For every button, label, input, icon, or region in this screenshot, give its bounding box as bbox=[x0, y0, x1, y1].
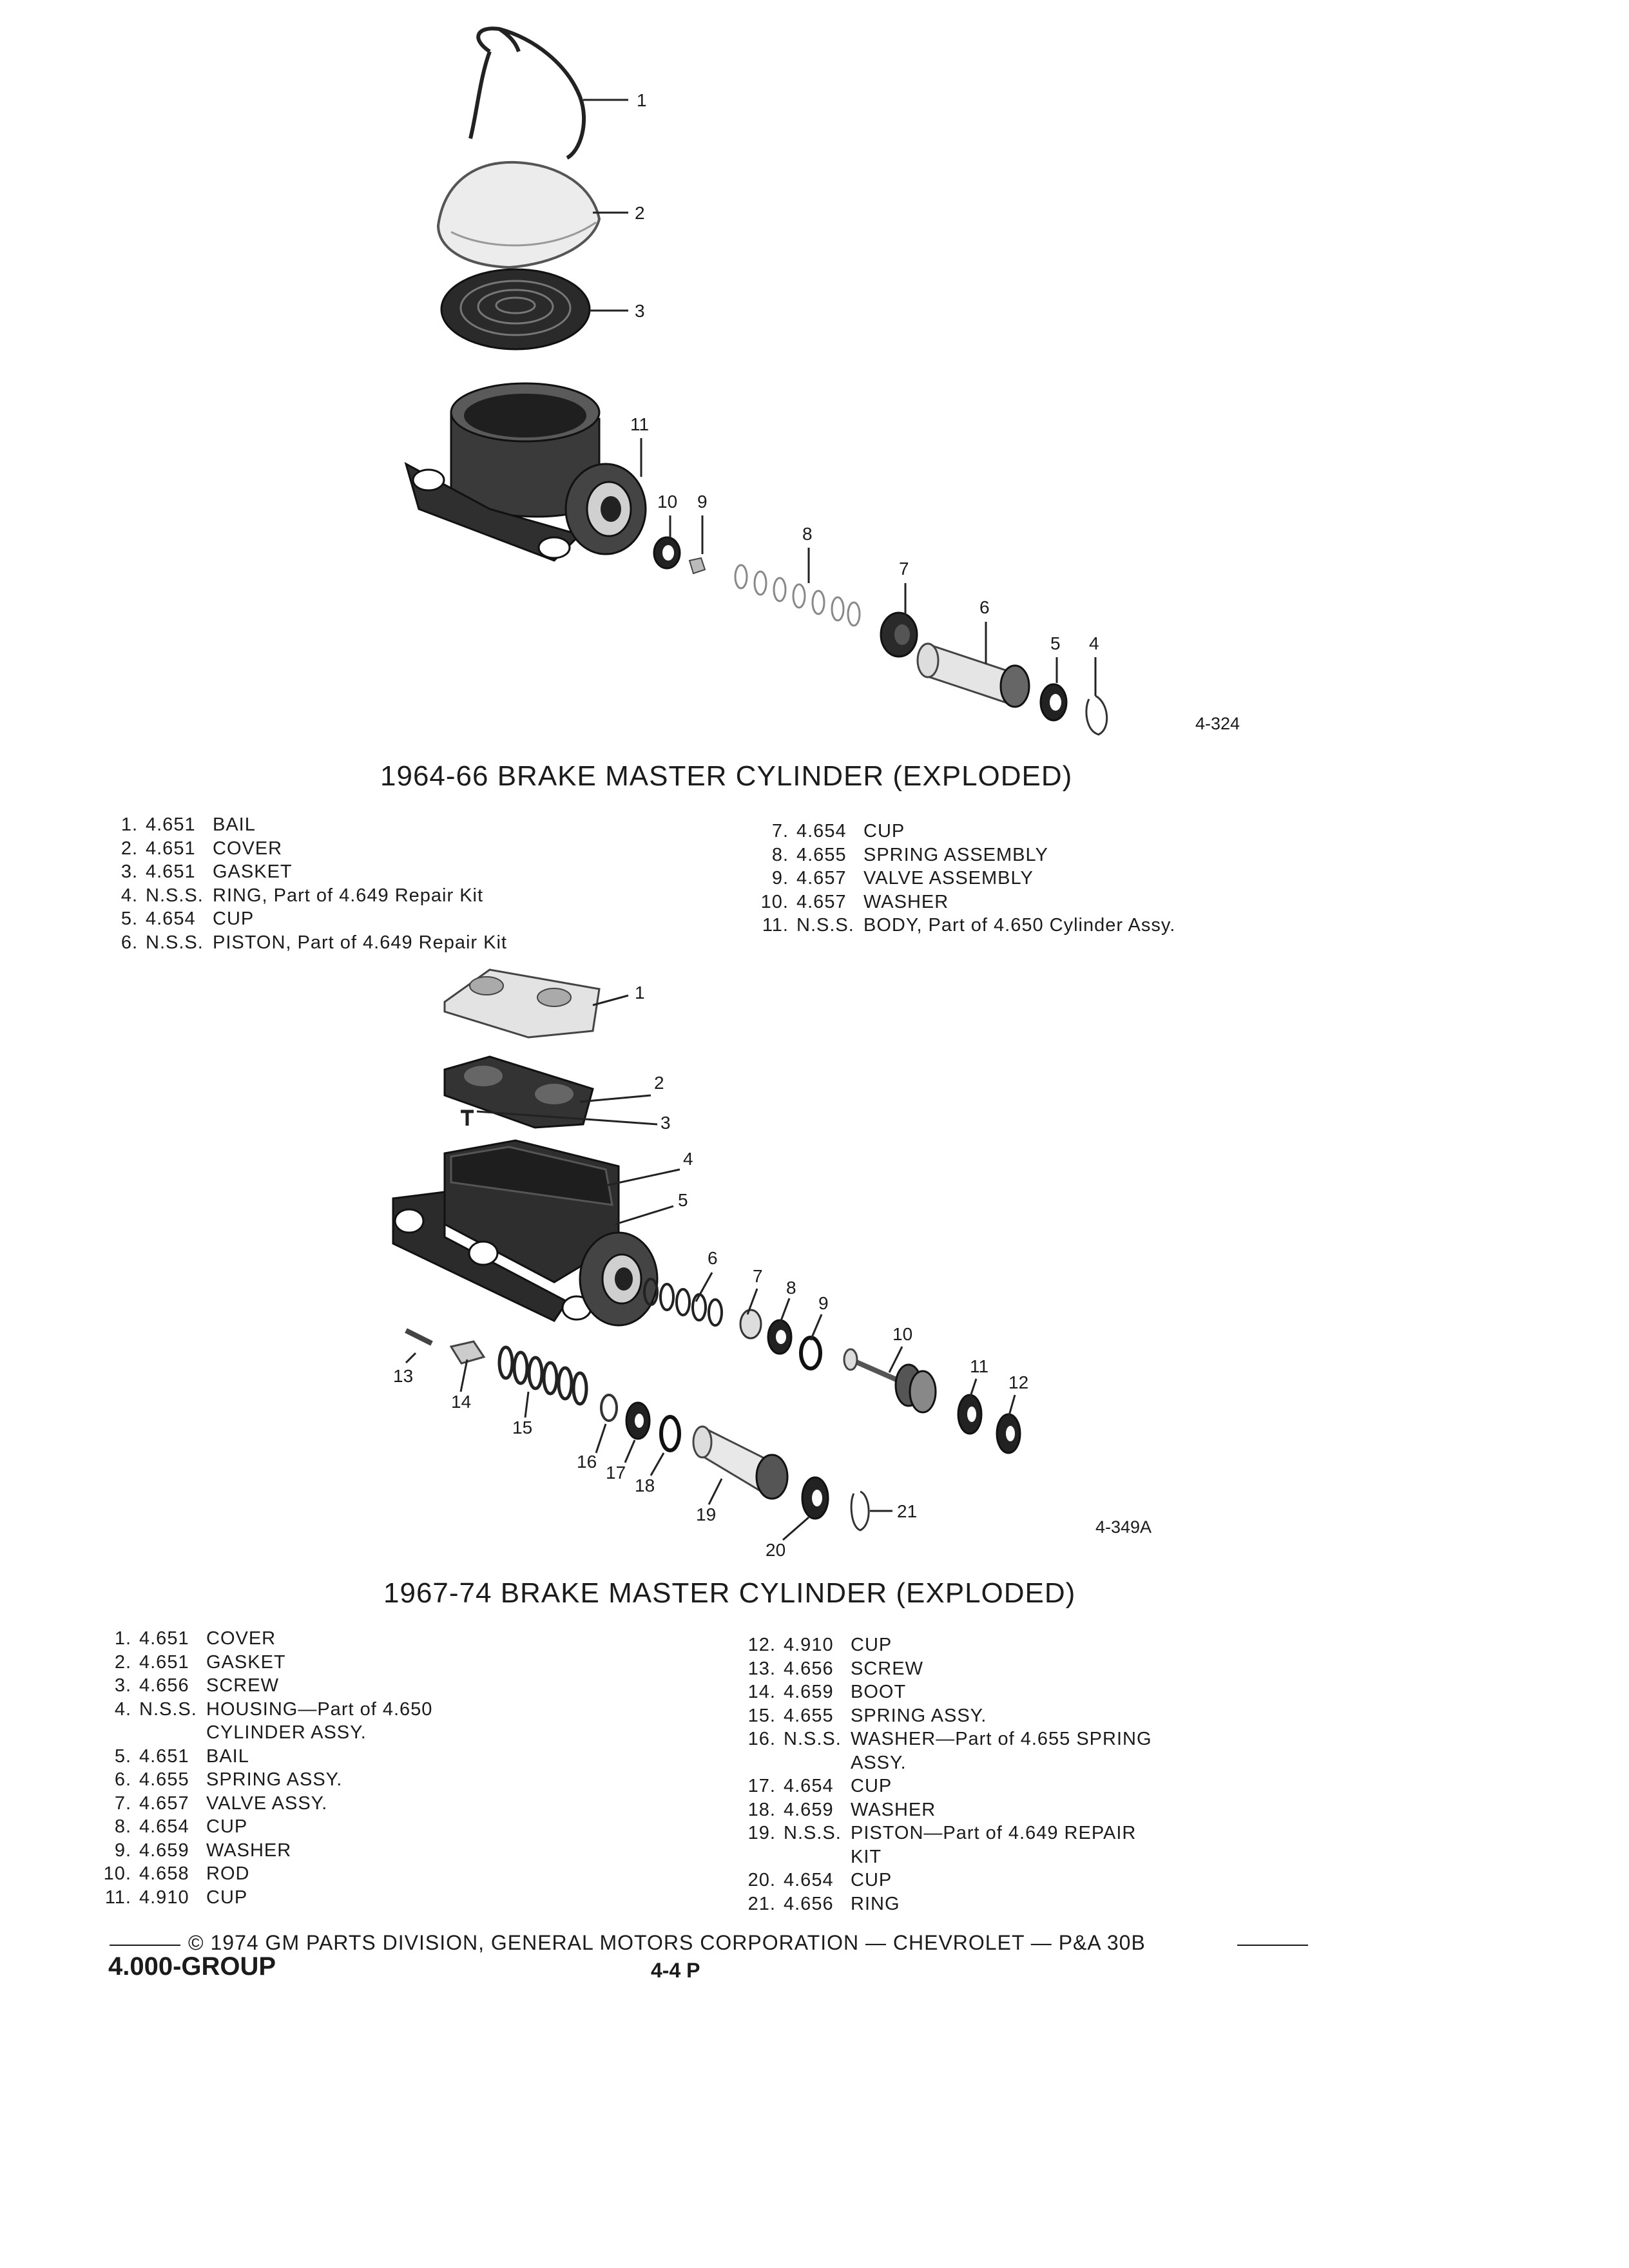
gasket-disc bbox=[440, 268, 591, 351]
callout-1: 1 bbox=[637, 90, 647, 110]
callout-f2-7: 7 bbox=[753, 1266, 763, 1286]
callout-f2-17: 17 bbox=[606, 1463, 626, 1483]
spring-15 bbox=[497, 1345, 588, 1406]
callout-7: 7 bbox=[899, 559, 909, 579]
callout-9: 9 bbox=[697, 492, 708, 512]
callout-2: 2 bbox=[635, 203, 645, 223]
cover-dome bbox=[436, 160, 601, 269]
callout-3: 3 bbox=[635, 301, 645, 321]
footer-copyright: © 1974 GM PARTS DIVISION, GENERAL MOTORS… bbox=[188, 1931, 1146, 1954]
parts-row: 4.N.S.S.RING, Part of 4.649 Repair Kit bbox=[120, 885, 484, 906]
callout-f2-4: 4 bbox=[683, 1149, 693, 1169]
callout-8: 8 bbox=[802, 524, 813, 544]
group-label: 4.000-GROUP bbox=[108, 1952, 276, 1981]
rod-part bbox=[843, 1348, 937, 1414]
cover-plate bbox=[443, 968, 601, 1039]
callout-f2-3: 3 bbox=[660, 1113, 671, 1133]
figure2-title: 1967-74 BRAKE MASTER CYLINDER (EXPLODED) bbox=[383, 1577, 1076, 1609]
spring-coils bbox=[734, 564, 861, 627]
callout-4: 4 bbox=[1089, 633, 1099, 653]
callout-f2-11: 11 bbox=[970, 1356, 988, 1376]
spring-6 bbox=[643, 1278, 723, 1327]
parts-row: 4.N.S.S.HOUSING—Part of 4.650 CYLINDER A… bbox=[114, 1698, 433, 1744]
callout-11: 11 bbox=[630, 414, 649, 434]
callout-f2-19: 19 bbox=[696, 1504, 716, 1524]
bail-wire bbox=[468, 26, 586, 160]
callout-f2-18: 18 bbox=[635, 1475, 655, 1495]
callout-f2-21: 21 bbox=[897, 1501, 917, 1521]
figure1-title: 1964-66 BRAKE MASTER CYLINDER (EXPLODED) bbox=[380, 760, 1073, 792]
figure1-diagram: 1 2 3 11 10 9 8 7 6 5 4 bbox=[404, 26, 1108, 736]
callout-10: 10 bbox=[657, 492, 677, 512]
parts-row: 11.N.S.S.BODY, Part of 4.650 Cylinder As… bbox=[762, 915, 1176, 936]
callout-f2-2: 2 bbox=[654, 1073, 664, 1093]
callout-f2-6: 6 bbox=[708, 1248, 718, 1268]
callout-f2-1: 1 bbox=[635, 983, 645, 1003]
footer-rule-left bbox=[110, 1945, 180, 1946]
callout-f2-16: 16 bbox=[577, 1452, 597, 1472]
figure1-id: 4-324 bbox=[1195, 714, 1240, 733]
figure2-id: 4-349A bbox=[1095, 1517, 1152, 1537]
piston-part bbox=[916, 642, 1030, 708]
callout-5: 5 bbox=[1050, 633, 1061, 653]
parts-row: 19.N.S.S.PISTON—Part of 4.649 REPAIR KIT bbox=[747, 1823, 1137, 1867]
callout-f2-9: 9 bbox=[818, 1293, 829, 1313]
callout-6: 6 bbox=[979, 597, 990, 617]
callout-f2-13: 13 bbox=[393, 1366, 413, 1386]
footer-rule-right bbox=[1237, 1945, 1308, 1946]
parts-row: 16.N.S.S.WASHER—Part of 4.655 SPRING ASS… bbox=[747, 1729, 1152, 1773]
callout-f2-8: 8 bbox=[786, 1278, 796, 1298]
callout-f2-15: 15 bbox=[512, 1418, 532, 1437]
ring-part bbox=[1085, 695, 1108, 736]
callout-f2-14: 14 bbox=[451, 1392, 471, 1412]
callout-f2-20: 20 bbox=[766, 1540, 786, 1560]
parts-row: 6.N.S.S.PISTON, Part of 4.649 Repair Kit bbox=[120, 932, 507, 953]
callout-f2-10: 10 bbox=[892, 1324, 912, 1344]
figure2-diagram: 1 2 3 4 5 6 7 8 9 10 11 12 13 14 15 16 1… bbox=[392, 968, 1028, 1560]
piston-19 bbox=[692, 1425, 789, 1500]
callout-f2-12: 12 bbox=[1008, 1372, 1028, 1392]
housing-casting bbox=[392, 1139, 659, 1327]
body-casting bbox=[404, 382, 647, 562]
page-number: 4-4 P bbox=[651, 1959, 700, 1982]
callout-f2-5: 5 bbox=[678, 1190, 688, 1210]
